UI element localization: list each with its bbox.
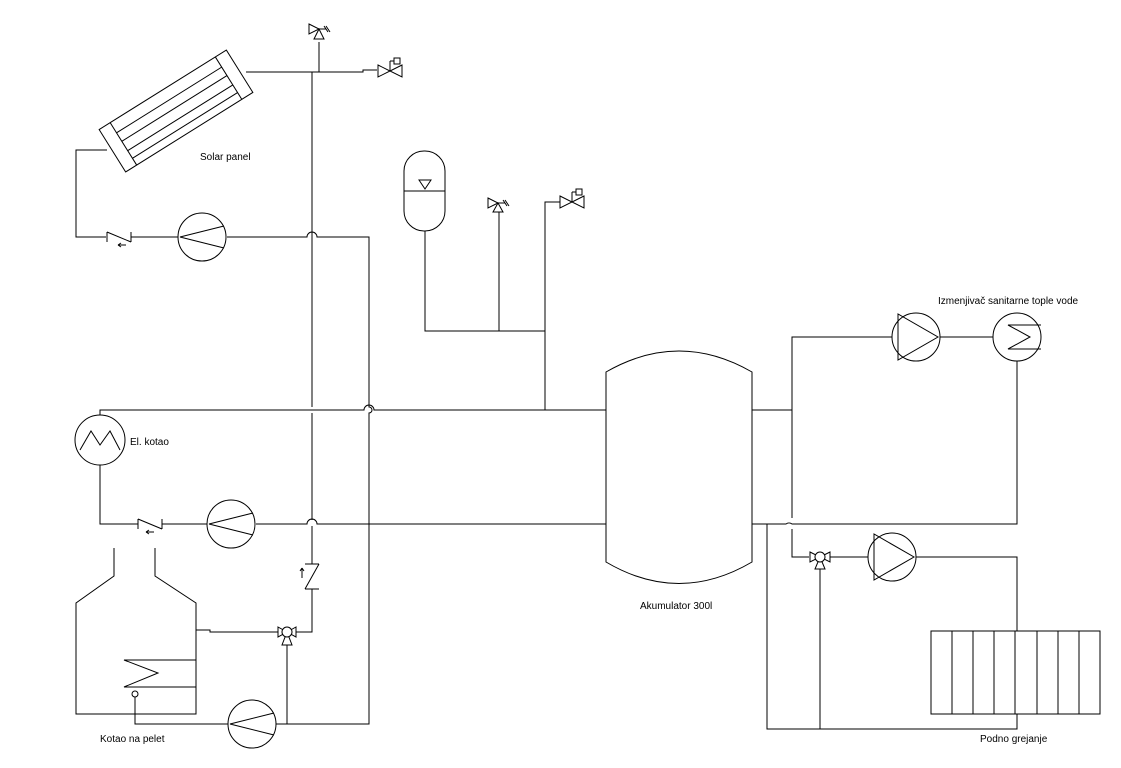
solar-panel: [98, 49, 254, 173]
floor-heating-radiator: [930, 630, 1101, 715]
safety-valve-icon: [487, 197, 510, 213]
safety-valve-icon: [308, 23, 331, 40]
air-vent-valve-icon: [559, 188, 585, 209]
air-vent-valve-icon: [377, 57, 403, 78]
pump-icon: [206, 499, 256, 549]
heat-exchanger-label: Izmenjivač sanitarne tople vode: [938, 296, 1079, 307]
mixing-valve-icon: [809, 551, 831, 570]
floor-heating-label: Podno grejanje: [980, 734, 1048, 745]
expansion-vessel: [403, 150, 446, 232]
check-valve-icon: [299, 563, 320, 590]
pump-icon: [891, 312, 941, 362]
solar-panel-label: Solar panel: [200, 152, 251, 163]
pump-icon: [227, 699, 277, 749]
piping: [75, 42, 1018, 730]
heat-exchanger: [992, 312, 1042, 362]
pump-icon: [177, 212, 227, 262]
accumulator-label: Akumulator 300l: [640, 601, 712, 612]
electric-boiler: [74, 414, 126, 466]
mixing-valve-icon: [277, 626, 297, 646]
check-valve-icon: [137, 518, 163, 535]
accumulator-tank: [605, 350, 753, 584]
pellet-boiler-label: Kotao na pelet: [100, 734, 165, 745]
check-valve-icon: [106, 231, 132, 248]
electric-boiler-label: El. kotao: [130, 437, 169, 448]
pump-icon: [867, 532, 917, 582]
pellet-boiler: [75, 548, 197, 715]
